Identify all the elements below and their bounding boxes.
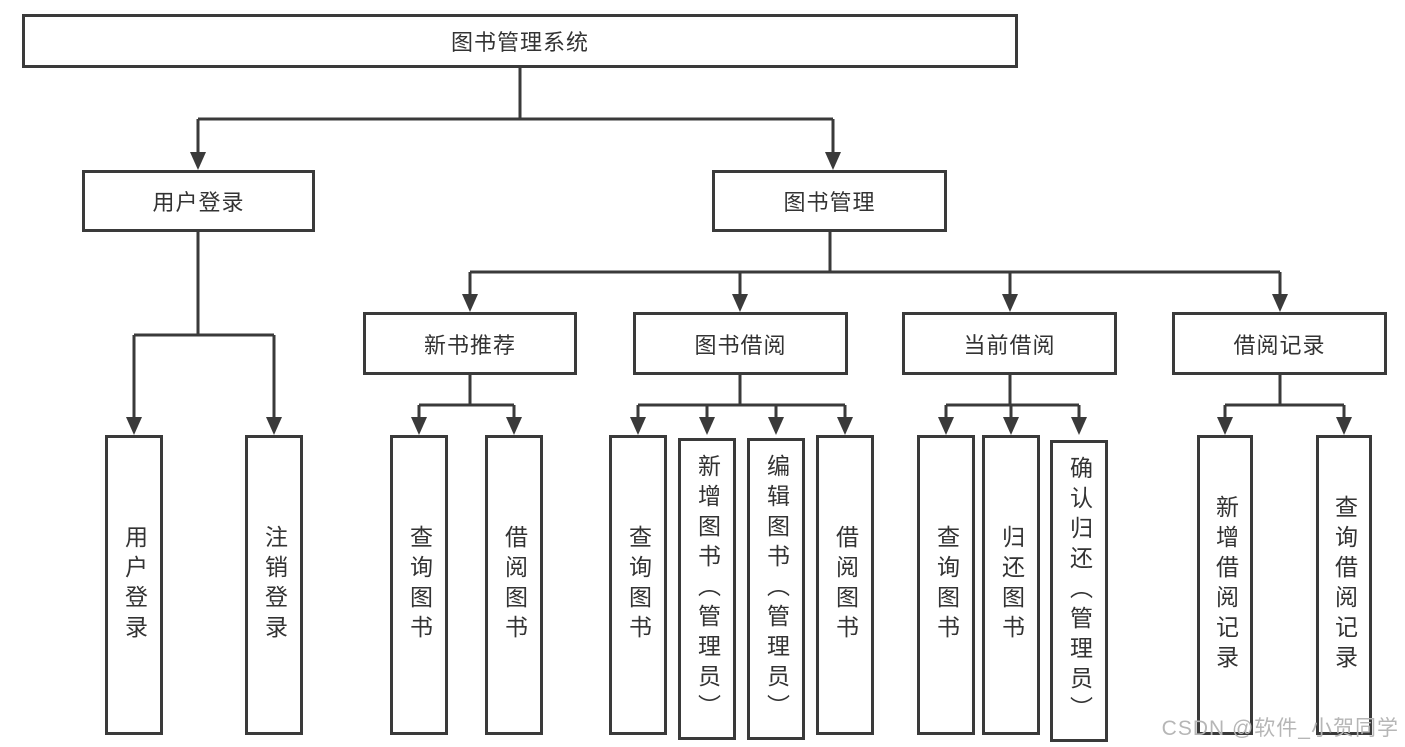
- node-book-borrow: 图书借阅: [633, 312, 848, 375]
- node-user-login: 用户登录: [82, 170, 315, 232]
- watermark: CSDN @软件_小贺同学: [1161, 717, 1399, 740]
- leaf-borrow-book: 借阅图书: [816, 435, 874, 735]
- leaf-borrow-edit-admin: 编辑图书（管理员）: [747, 438, 805, 740]
- leaf-record-query: 查询借阅记录: [1316, 435, 1372, 735]
- node-new-book-recommend: 新书推荐: [363, 312, 577, 375]
- leaf-current-confirm-admin: 确认归还（管理员）: [1050, 440, 1108, 742]
- leaf-logout: 注销登录: [245, 435, 303, 735]
- node-current-borrow: 当前借阅: [902, 312, 1117, 375]
- leaf-user-login: 用户登录: [105, 435, 163, 735]
- leaf-current-query: 查询图书: [917, 435, 975, 735]
- node-book-management: 图书管理: [712, 170, 947, 232]
- leaf-newbook-borrow: 借阅图书: [485, 435, 543, 735]
- arrowheads: [126, 152, 1352, 435]
- leaf-record-add: 新增借阅记录: [1197, 435, 1253, 735]
- leaf-newbook-query: 查询图书: [390, 435, 448, 735]
- node-library-system: 图书管理系统: [22, 14, 1018, 68]
- leaf-borrow-add-admin: 新增图书（管理员）: [678, 438, 736, 740]
- leaf-current-return: 归还图书: [982, 435, 1040, 735]
- leaf-borrow-query: 查询图书: [609, 435, 667, 735]
- node-borrow-records: 借阅记录: [1172, 312, 1387, 375]
